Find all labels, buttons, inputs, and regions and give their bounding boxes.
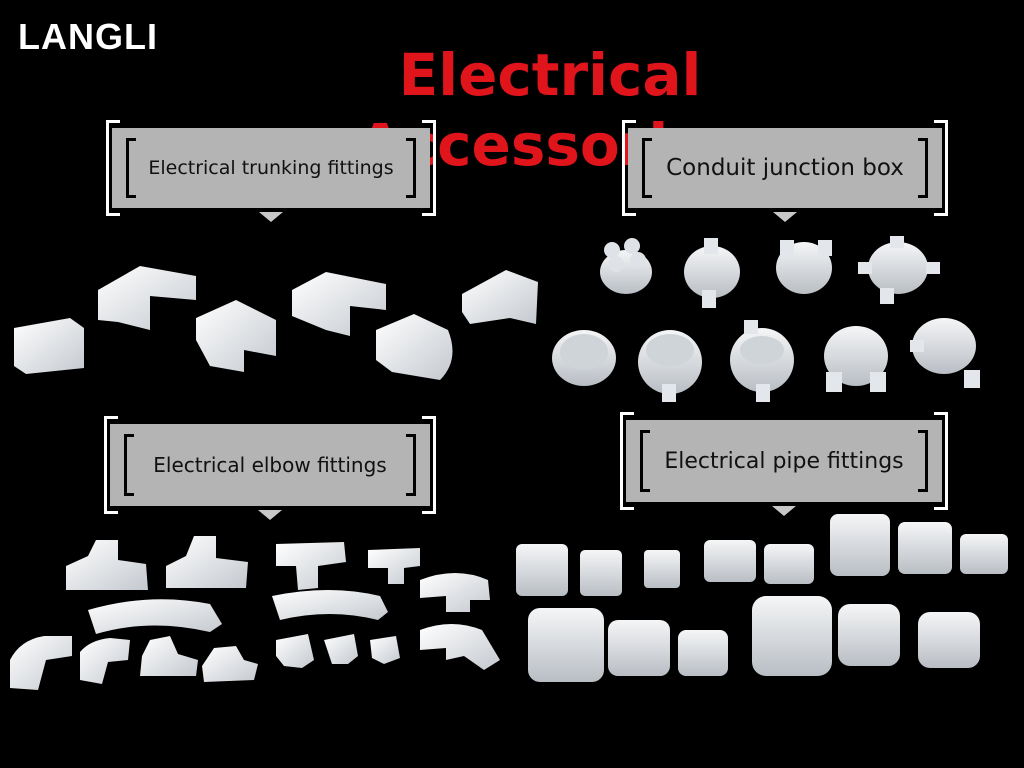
connector-lock-5 <box>960 534 1008 574</box>
inspection-tee-2 <box>166 536 248 588</box>
junction-box-four-way <box>858 236 940 304</box>
elbow-90-1 <box>10 636 72 690</box>
down-arrow-icon <box>258 510 282 520</box>
sleeve-1 <box>752 596 832 676</box>
junction-box-angle <box>730 320 794 402</box>
saddle-clip-1 <box>140 636 198 676</box>
connector-lock-2 <box>764 544 814 584</box>
junction-box-round-shallow <box>552 330 616 386</box>
inspection-elbow-2 <box>420 624 500 670</box>
coupling-2 <box>608 620 670 676</box>
trunking-end-cap <box>14 318 84 374</box>
label-junction-text: Conduit junction box <box>666 155 904 181</box>
coupling-3 <box>678 630 728 676</box>
label-trunking-fittings: Electrical trunking fittings <box>106 120 436 222</box>
sleeve-2 <box>838 604 900 666</box>
junction-box-tee <box>824 326 888 392</box>
elbow-fittings-group <box>10 536 500 690</box>
adapter-hex-2 <box>580 550 622 596</box>
bend-long-2 <box>272 590 388 620</box>
label-trunking-text: Electrical trunking fittings <box>148 157 394 179</box>
trunking-fittings-group <box>14 266 538 380</box>
coupling-1 <box>528 608 604 682</box>
junction-box-round-terminal <box>638 330 702 402</box>
junction-box-two-way <box>776 240 832 294</box>
inspection-tee-1 <box>66 540 148 590</box>
pipe-clip-1 <box>276 634 314 668</box>
trunking-cross <box>196 300 276 372</box>
saddle-clip-2 <box>202 646 258 682</box>
trunking-tee <box>98 266 196 330</box>
junction-box-three-way <box>910 318 980 388</box>
connector-lock-4 <box>898 522 952 574</box>
label-pipe-text: Electrical pipe fittings <box>664 448 904 474</box>
trunking-external-angle <box>462 270 538 324</box>
label-junction-box: Conduit junction box <box>622 120 948 222</box>
bend-long <box>88 599 222 634</box>
trunking-corner <box>292 272 386 336</box>
elbow-90-2 <box>80 638 130 684</box>
down-arrow-icon <box>772 506 796 516</box>
connector-lock-3 <box>830 514 890 576</box>
trunking-internal-angle <box>376 314 453 380</box>
label-elbow-text: Electrical elbow fittings <box>153 453 387 477</box>
pipe-clip-2 <box>324 634 358 664</box>
inspection-elbow-1 <box>420 573 490 612</box>
pipe-fittings-group <box>516 514 1008 682</box>
brand-logo: LANGLI <box>18 16 158 57</box>
down-arrow-icon <box>773 212 797 222</box>
tee-fitting-2 <box>368 548 420 584</box>
junction-box-multi-entry <box>600 238 652 294</box>
adapter-hex-1 <box>516 544 568 596</box>
sleeve-3 <box>918 612 980 668</box>
label-elbow-fittings: Electrical elbow fittings <box>104 416 436 520</box>
junction-box-one-way <box>684 238 740 308</box>
down-arrow-icon <box>259 212 283 222</box>
pipe-clip-3 <box>370 636 400 664</box>
adapter-hex-3 <box>644 550 680 588</box>
tee-fitting-1 <box>276 542 346 590</box>
connector-lock-1 <box>704 540 756 582</box>
junction-boxes-group <box>552 236 980 402</box>
label-pipe-fittings: Electrical pipe fittings <box>620 412 948 516</box>
